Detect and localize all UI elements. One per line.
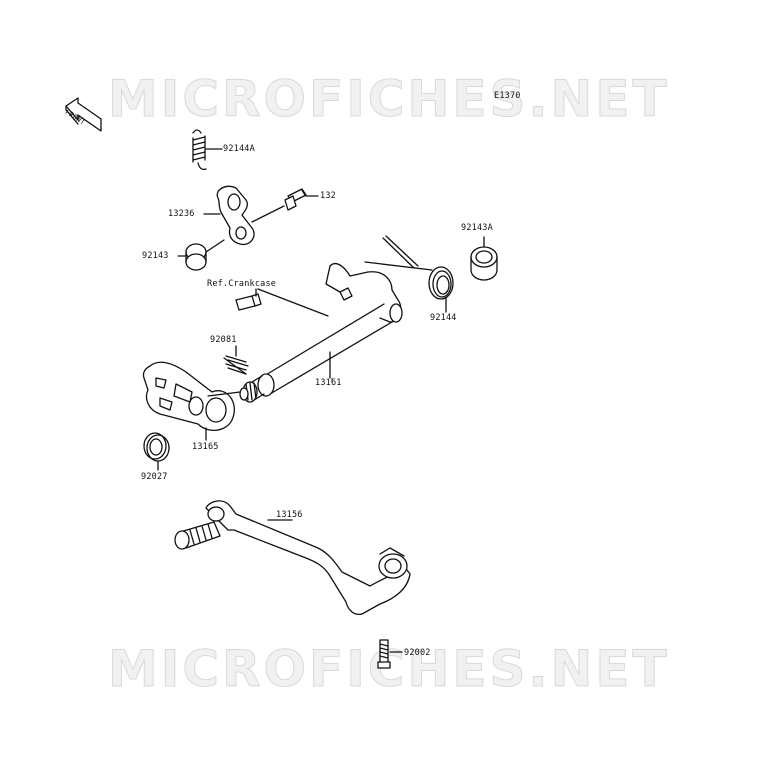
part-label-92081[interactable]: 92081: [210, 335, 237, 345]
part-label-92144A[interactable]: 92144A: [223, 144, 255, 154]
diagram-code: E1370: [494, 91, 521, 101]
watermark-top: MICROFICHES.NET: [108, 70, 670, 129]
part-label-92144[interactable]: 92144: [430, 313, 457, 323]
part-label-92002[interactable]: 92002: [404, 648, 431, 658]
washer-icon: [143, 432, 170, 471]
torsion-spring-icon: [364, 235, 454, 313]
crankcase-stud-icon: [235, 288, 329, 317]
part-label-13165[interactable]: 13165: [192, 442, 219, 452]
bolt-icon: [284, 188, 319, 211]
part-label-13236[interactable]: 13236: [168, 209, 195, 219]
part-label-13161[interactable]: 13161: [315, 378, 342, 388]
part-label-92143[interactable]: 92143: [142, 251, 169, 261]
shift-plate-icon: [142, 361, 241, 441]
shift-pedal-icon: [174, 500, 411, 616]
spring-92081-icon: [223, 345, 249, 375]
lever-plate-icon: [203, 185, 285, 246]
part-label-13156[interactable]: 13156: [276, 510, 303, 520]
shift-shaft-icon: [239, 262, 403, 403]
leader-lines: [267, 377, 333, 521]
part-label-132[interactable]: 132: [320, 191, 336, 201]
part-label-92143A[interactable]: 92143A: [461, 223, 493, 233]
front-arrow-icon: [65, 97, 102, 132]
part-label-92027[interactable]: 92027: [141, 472, 168, 482]
collar-a-icon: [470, 236, 498, 281]
part-label-ref-crankcase[interactable]: Ref.Crankcase: [207, 279, 277, 289]
collar-icon: [177, 239, 225, 271]
spring-small-icon: [192, 129, 223, 171]
pedal-bolt-icon: [377, 639, 403, 669]
